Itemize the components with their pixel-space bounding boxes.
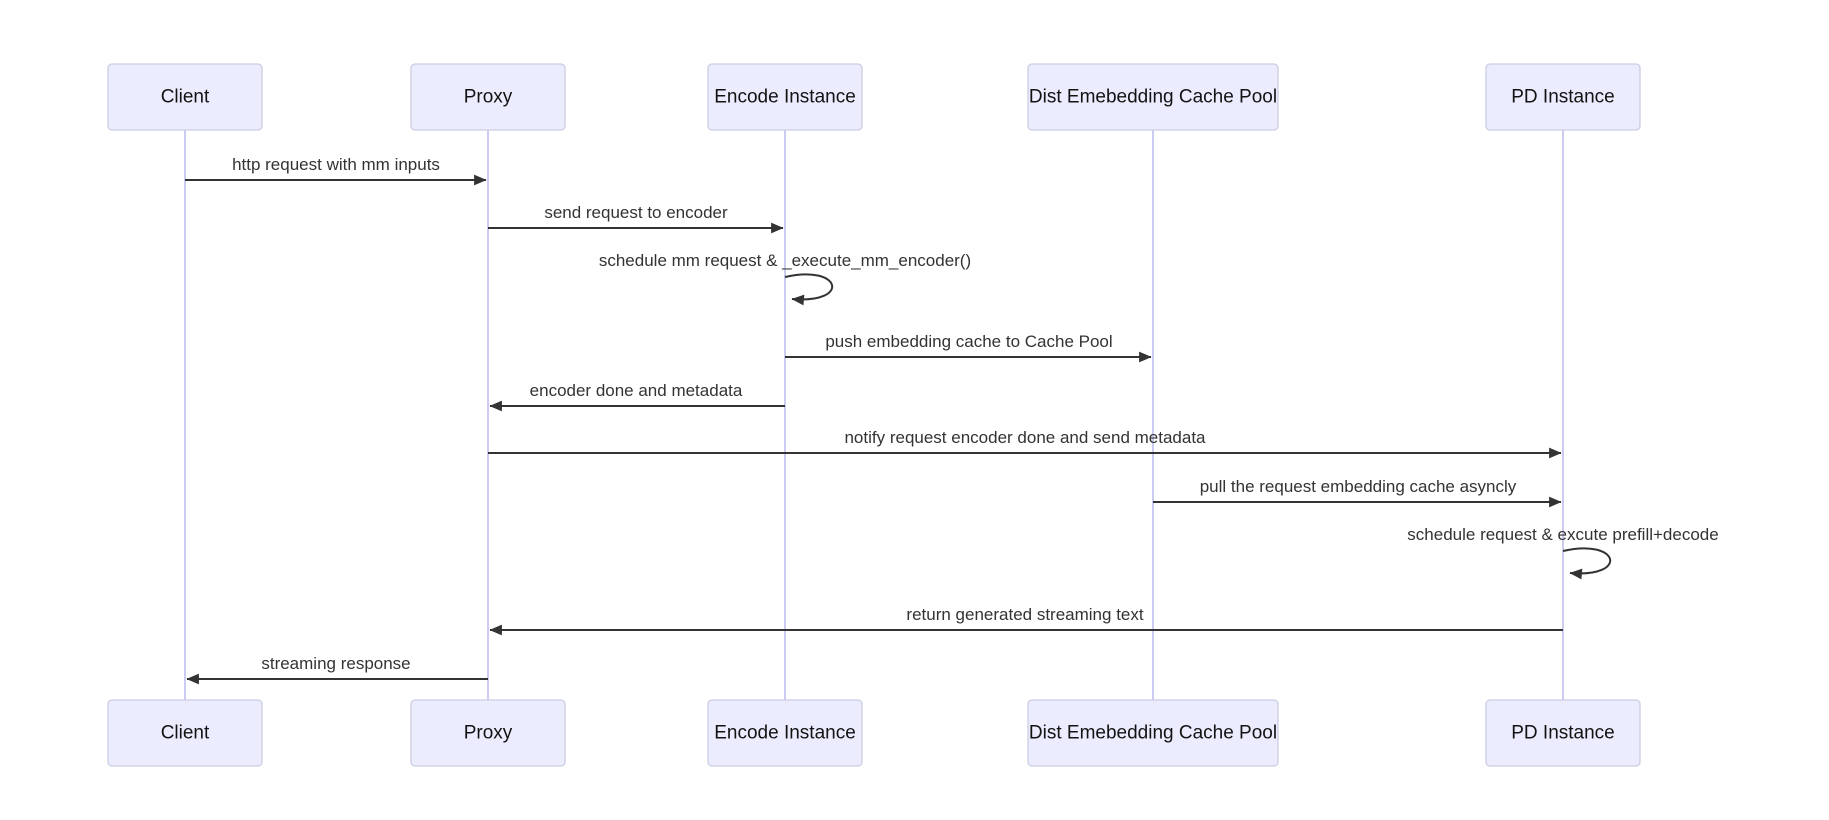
- actors-bottom: Client Proxy Encode Instance Dist Emebed…: [107, 699, 1641, 767]
- actor-label-client-top: Client: [161, 87, 210, 108]
- actor-label-encode-instance-top: Encode Instance: [714, 87, 856, 108]
- actor-cache-pool-top: Dist Emebedding Cache Pool: [1027, 63, 1279, 131]
- actor-client-top: Client: [107, 63, 263, 131]
- message-streaming-response: streaming response: [186, 654, 488, 685]
- actor-box-cache-pool-top: [1027, 63, 1279, 131]
- actor-label-cache-pool-top: Dist Emebedding Cache Pool: [1029, 87, 1277, 108]
- message-schedule-request: schedule request & excute prefill+decode: [1407, 525, 1719, 580]
- actor-box-cache-pool-bottom: [1027, 699, 1279, 767]
- actor-encode-instance-bottom: Encode Instance: [707, 699, 863, 767]
- message-self-loop-encode: [784, 273, 834, 306]
- actor-proxy-top: Proxy: [410, 63, 566, 131]
- message-label-5: encoder done and metadata: [530, 381, 743, 400]
- message-encoder-done: encoder done and metadata: [489, 381, 785, 412]
- message-label-6: notify request encoder done and send met…: [844, 428, 1206, 447]
- message-send-request: send request to encoder: [488, 203, 784, 234]
- actor-box-encode-instance-bottom: [707, 699, 863, 767]
- actor-cache-pool-bottom: Dist Emebedding Cache Pool: [1027, 699, 1279, 767]
- actor-box-client-top: [107, 63, 263, 131]
- actor-proxy-bottom: Proxy: [410, 699, 566, 767]
- message-label-10: streaming response: [261, 654, 410, 673]
- actor-box-proxy-bottom: [410, 699, 566, 767]
- actor-box-proxy-top: [410, 63, 566, 131]
- message-self-loop-pd: [1562, 547, 1612, 580]
- actor-pd-instance-top: PD Instance: [1485, 63, 1641, 131]
- message-schedule-mm-request: schedule mm request & _execute_mm_encode…: [599, 251, 971, 306]
- message-http-request: http request with mm inputs: [185, 155, 487, 186]
- lifelines: [184, 130, 1564, 700]
- message-notify-encoder-done: notify request encoder done and send met…: [488, 428, 1562, 459]
- actor-label-pd-instance-top: PD Instance: [1511, 87, 1615, 108]
- message-pull-embedding-cache: pull the request embedding cache asyncly: [1153, 477, 1562, 508]
- actor-label-client-bottom: Client: [161, 723, 210, 744]
- actor-label-proxy-bottom: Proxy: [464, 723, 513, 744]
- actor-box-encode-instance-top: [707, 63, 863, 131]
- actor-label-encode-instance-bottom: Encode Instance: [714, 723, 856, 744]
- actor-box-pd-instance-bottom: [1485, 699, 1641, 767]
- message-label-2: send request to encoder: [544, 203, 728, 222]
- actor-client-bottom: Client: [107, 699, 263, 767]
- message-return-streaming-text: return generated streaming text: [489, 605, 1563, 636]
- message-label-8: schedule request & excute prefill+decode: [1407, 525, 1718, 544]
- actor-box-client-bottom: [107, 699, 263, 767]
- actors-top: Client Proxy Encode Instance Dist Emebed…: [107, 63, 1641, 131]
- message-label-1: http request with mm inputs: [232, 155, 440, 174]
- messages: http request with mm inputs send request…: [185, 155, 1719, 685]
- actor-pd-instance-bottom: PD Instance: [1485, 699, 1641, 767]
- message-push-embedding-cache: push embedding cache to Cache Pool: [785, 332, 1152, 363]
- message-label-3: schedule mm request & _execute_mm_encode…: [599, 251, 971, 270]
- actor-label-proxy-top: Proxy: [464, 87, 513, 108]
- actor-label-cache-pool-bottom: Dist Emebedding Cache Pool: [1029, 723, 1277, 744]
- actor-encode-instance-top: Encode Instance: [707, 63, 863, 131]
- actor-box-pd-instance-top: [1485, 63, 1641, 131]
- message-label-7: pull the request embedding cache asyncly: [1200, 477, 1517, 496]
- message-label-4: push embedding cache to Cache Pool: [825, 332, 1112, 351]
- message-label-9: return generated streaming text: [906, 605, 1143, 624]
- actor-label-pd-instance-bottom: PD Instance: [1511, 723, 1615, 744]
